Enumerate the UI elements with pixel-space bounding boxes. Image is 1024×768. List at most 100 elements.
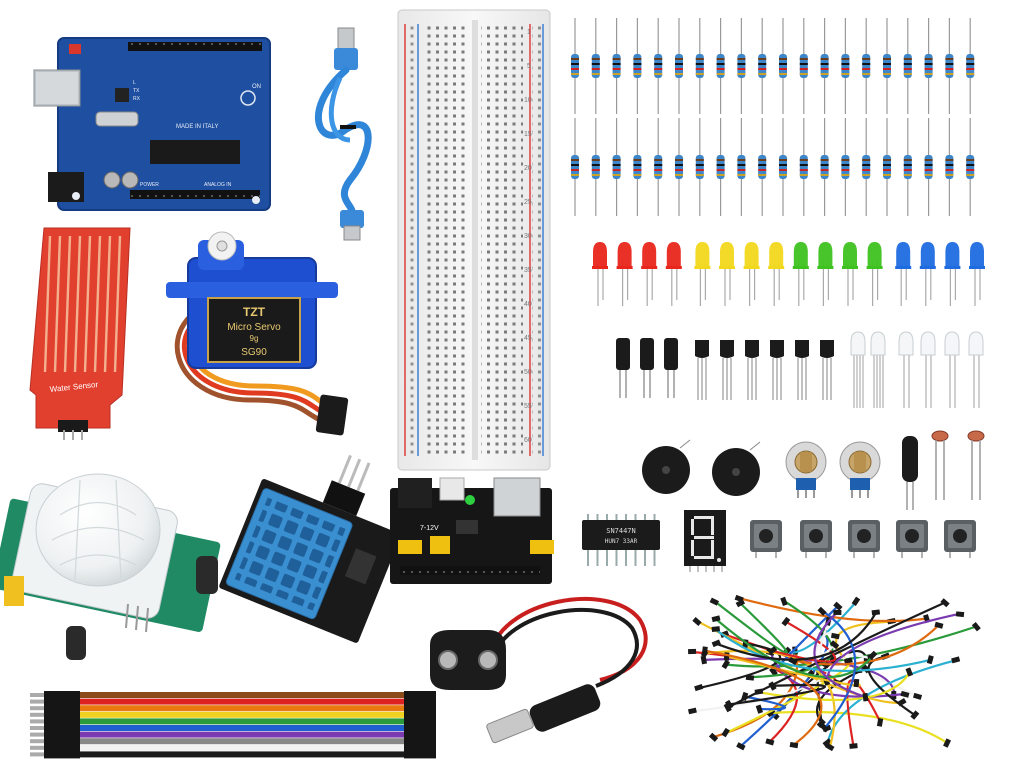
resistor xyxy=(841,118,850,216)
ribbon-wire xyxy=(30,697,436,706)
resistor xyxy=(820,18,829,114)
push-button xyxy=(944,520,976,558)
resistor xyxy=(779,118,787,216)
ribbon-wire xyxy=(30,717,436,726)
led xyxy=(969,242,985,306)
resistor xyxy=(945,118,954,216)
jumper-wire xyxy=(805,632,840,679)
led xyxy=(944,242,961,306)
resistor xyxy=(571,118,579,216)
buzzer-group xyxy=(642,439,761,496)
resistor xyxy=(862,118,871,216)
resistor xyxy=(633,118,642,216)
push-button xyxy=(896,520,928,558)
buzzer xyxy=(712,441,761,496)
resistor xyxy=(903,18,912,114)
capacitor xyxy=(616,338,630,398)
resistor xyxy=(903,118,912,216)
resistor xyxy=(675,18,683,114)
jumper-wire xyxy=(767,616,837,663)
led xyxy=(719,242,735,306)
dupont-ribbon-cable xyxy=(30,691,436,759)
resistor xyxy=(612,18,621,114)
usb-cable xyxy=(314,27,372,241)
breadboard-row-number: 5 xyxy=(527,63,531,70)
resistor xyxy=(716,18,725,114)
jumper-wire xyxy=(846,679,884,749)
led xyxy=(866,242,883,306)
led xyxy=(641,242,658,306)
tilt-switch xyxy=(902,436,918,510)
push-button-group xyxy=(750,520,976,558)
resistor xyxy=(737,18,746,114)
buzzer xyxy=(642,439,691,494)
breadboard-row-number: 1 xyxy=(527,29,531,36)
arduino-tx-text: TX xyxy=(133,88,140,94)
breadboard-row-number: 30 xyxy=(524,233,532,240)
jumper-wire xyxy=(817,606,857,733)
potentiometer-group xyxy=(785,441,881,498)
resistor xyxy=(571,18,579,114)
jumper-wire xyxy=(711,626,934,672)
breadboard-row-number: 25 xyxy=(524,199,532,206)
potentiometer xyxy=(785,441,827,498)
jumper-wire xyxy=(723,652,861,688)
servo-part: SG90 xyxy=(241,347,267,358)
ic-chip: SN7447N HUN7 33AR xyxy=(582,514,660,566)
push-button xyxy=(750,520,782,558)
clear-led xyxy=(968,331,984,408)
jumper-wire-bundle xyxy=(687,594,981,752)
transistor-group xyxy=(695,340,834,400)
resistor xyxy=(716,118,725,216)
breadboard-row-number: 45 xyxy=(524,335,532,342)
ribbon-wire xyxy=(30,691,436,699)
resistor xyxy=(862,18,871,114)
resistor xyxy=(758,118,767,216)
clear-led xyxy=(850,331,866,408)
capacitor xyxy=(664,338,678,398)
led xyxy=(694,242,711,306)
push-button xyxy=(800,520,832,558)
power-module-voltage: 7-12V xyxy=(420,525,439,532)
jumper-wire xyxy=(766,708,952,748)
led xyxy=(743,242,760,306)
led xyxy=(842,242,858,306)
led xyxy=(665,242,682,306)
resistor xyxy=(799,118,808,216)
jumper-wire xyxy=(711,615,878,679)
ribbon-wire xyxy=(30,750,436,759)
resistor xyxy=(591,118,600,216)
clear-led xyxy=(944,331,960,408)
ribbon-wire xyxy=(30,710,436,719)
resistor xyxy=(737,118,746,216)
arduino-on-text: ON xyxy=(252,84,261,90)
jumper-wire xyxy=(813,609,869,702)
ribbon-wire xyxy=(30,704,436,713)
jumper-wire xyxy=(724,681,826,710)
servo-motor: TZT Micro Servo 9g SG90 xyxy=(166,231,349,436)
photoresistor xyxy=(967,430,985,500)
led xyxy=(817,242,834,306)
transistor xyxy=(745,340,759,400)
led xyxy=(895,242,912,306)
arduino-l-text: L xyxy=(133,80,136,86)
jumper-wire xyxy=(709,597,788,654)
resistor xyxy=(612,118,621,216)
transistor xyxy=(695,340,709,400)
servo-model-line2: 9g xyxy=(250,334,259,343)
ribbon-wire xyxy=(30,737,436,746)
capacitor xyxy=(640,338,654,398)
transistor xyxy=(795,340,809,400)
arduino-analog-text: ANALOG IN xyxy=(204,182,232,188)
resistor xyxy=(924,18,933,114)
resistor xyxy=(883,118,891,216)
resistor xyxy=(799,18,808,114)
led xyxy=(792,242,809,306)
ribbon-wire xyxy=(30,743,436,752)
resistor xyxy=(695,118,704,216)
clear-led xyxy=(920,331,936,408)
resistor xyxy=(758,18,767,114)
transistor xyxy=(770,340,784,400)
resistor xyxy=(779,18,787,114)
